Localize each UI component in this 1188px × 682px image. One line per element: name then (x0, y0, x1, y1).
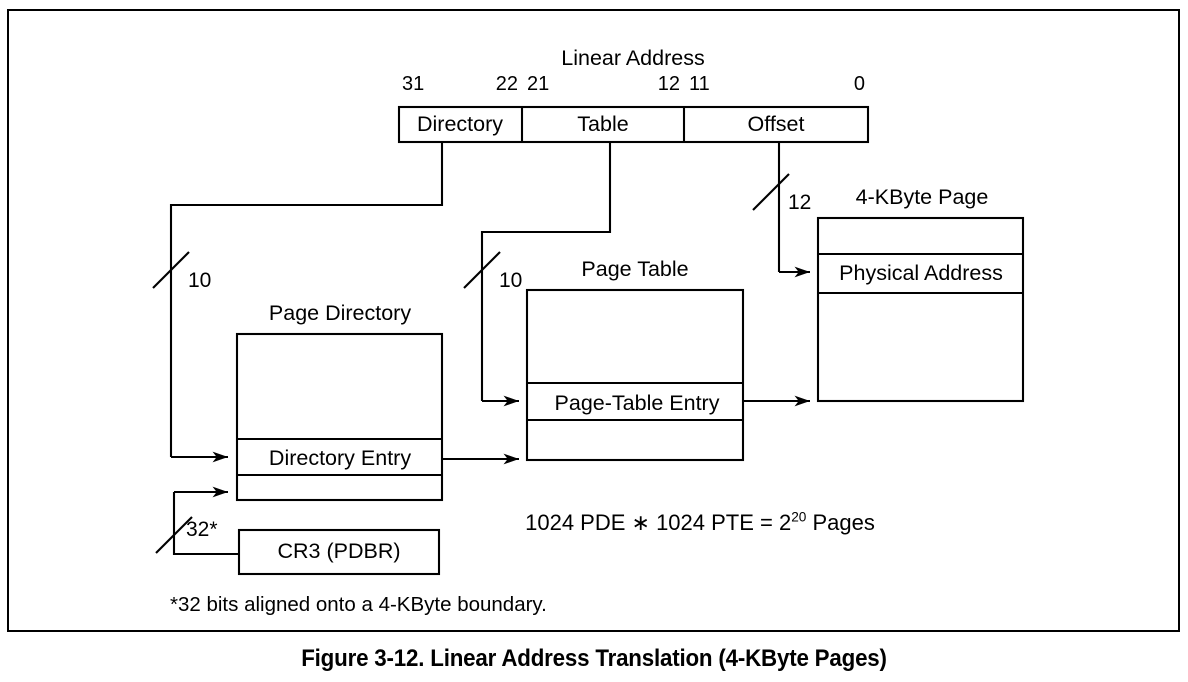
page-frame-title: 4-KByte Page (855, 185, 989, 209)
bit-label-22: 22 (495, 73, 518, 95)
directory-entry-label[interactable]: Directory Entry (268, 446, 412, 470)
table-connector (463, 142, 612, 407)
page-table-entry-label[interactable]: Page-Table Entry (554, 391, 720, 415)
formula-exponent: 20 (791, 509, 807, 525)
physical-address-label[interactable]: Physical Address (839, 261, 1003, 285)
cr3-connector (155, 486, 239, 556)
linear-address-title: Linear Address (561, 46, 705, 70)
offset-connector (752, 142, 810, 278)
page-table-shape (525, 288, 745, 462)
bit-label-11: 11 (689, 73, 710, 95)
directory-width-label: 10 (188, 269, 212, 292)
page-directory-title: Page Directory (268, 301, 412, 325)
formula-asterisk: ∗ (631, 510, 650, 535)
page-frame-shape (816, 216, 1025, 403)
page-table-title: Page Table (581, 257, 689, 281)
formula-middle: 1024 PTE = 2 (649, 510, 792, 535)
cr3-label[interactable]: CR3 (PDBR) (277, 539, 401, 563)
cr3-width-label: 32* (186, 518, 218, 541)
figure-footnote: *32 bits aligned onto a 4-KByte boundary… (170, 593, 547, 616)
linear-address-bar-shape (397, 105, 870, 144)
bit-label-12: 12 (657, 73, 680, 95)
directory-connector (152, 142, 444, 463)
offset-width-label: 12 (788, 191, 812, 214)
field-directory[interactable]: Directory (416, 112, 504, 136)
table-width-label: 10 (499, 269, 523, 292)
bit-label-21: 21 (527, 73, 550, 95)
page-directory-shape (235, 332, 444, 502)
formula-prefix: 1024 PDE (525, 510, 632, 535)
cr3-shape (237, 528, 441, 576)
formula-suffix: Pages (806, 510, 875, 535)
field-table[interactable]: Table (577, 112, 629, 136)
bit-label-0: 0 (853, 73, 865, 95)
page-count-formula: 1024 PDE ∗ 1024 PTE = 220 Pages (525, 509, 875, 535)
field-offset[interactable]: Offset (747, 112, 805, 136)
bit-label-31: 31 (402, 73, 425, 95)
figure-border (7, 9, 1180, 632)
figure-caption: Figure 3-12. Linear Address Translation … (301, 645, 887, 672)
